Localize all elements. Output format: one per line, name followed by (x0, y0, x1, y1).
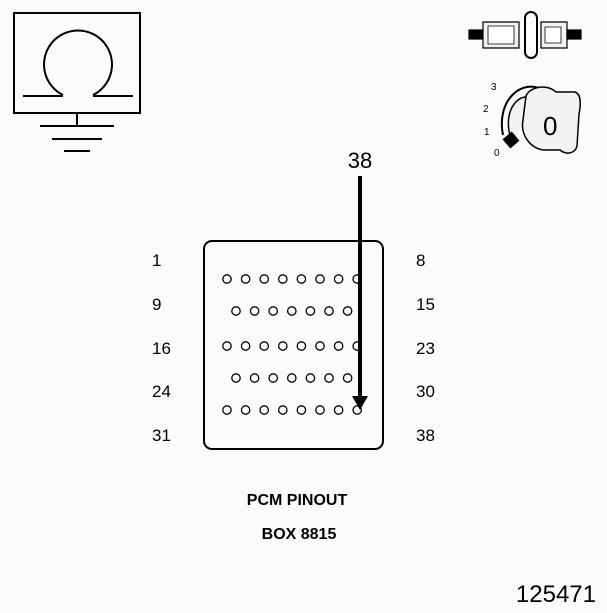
position-label-3: 3 (491, 82, 497, 93)
connector-pin (231, 306, 241, 316)
row-start-pin-label: 24 (152, 382, 171, 401)
pin-pointer-arrow (352, 176, 368, 410)
caption-title: PCM PINOUT (247, 492, 348, 509)
connector-pin (342, 306, 353, 316)
connector-pin (333, 341, 344, 351)
connector-pin (231, 373, 241, 383)
row-end-pin-label: 38 (416, 426, 435, 445)
connector-pin (296, 341, 307, 351)
connector-pin (240, 341, 251, 351)
connector-pin (286, 373, 297, 383)
connector-pin (222, 341, 232, 351)
position-label-2: 2 (483, 104, 489, 115)
ignition-key (521, 86, 581, 154)
row-start-pin-label: 16 (152, 339, 171, 358)
connector-pin (324, 306, 334, 316)
connector-pin (268, 306, 279, 316)
row-start-pin-label: 31 (152, 426, 171, 445)
row-end-pin-label: 8 (416, 251, 425, 270)
row-start-pin-label: 9 (152, 295, 161, 314)
connector-pin (268, 373, 279, 383)
connector-pin (277, 274, 288, 284)
row-end-pin-label: 15 (416, 295, 435, 314)
connector-pin (240, 274, 251, 284)
connector-pin (259, 405, 270, 415)
row-end-pin-label: 30 (416, 382, 435, 401)
connector-pin (305, 306, 316, 316)
connector-pin (315, 341, 325, 351)
connector-pin (249, 373, 260, 383)
connector-pin (249, 306, 260, 316)
connector-pin (333, 405, 344, 415)
ignition-switch-icon: 3 2 1 0 0 (483, 82, 581, 159)
connector-pin (315, 405, 325, 415)
ohm-meter-icon (13, 12, 141, 152)
connector-pins (222, 274, 363, 415)
connector-pin (305, 373, 316, 383)
caption-subtitle: BOX 8815 (262, 526, 337, 543)
ohm-icon (43, 29, 113, 96)
connector-pin (333, 274, 344, 284)
row-end-pin-label: 23 (416, 339, 435, 358)
connector-pin (222, 274, 232, 284)
meter-frame (13, 12, 141, 114)
connector-pin (222, 405, 232, 415)
connector-pin (286, 306, 297, 316)
connector-pin (259, 341, 270, 351)
connector-pin (296, 274, 307, 284)
key-position-label: 0 (543, 111, 557, 141)
pcm-connector-face (203, 240, 384, 450)
disconnected-connector-icon (468, 11, 582, 59)
connector-pin (277, 405, 288, 415)
position-label-0: 0 (494, 148, 500, 159)
connector-pin (277, 341, 288, 351)
figure-number: 125471 (516, 581, 596, 608)
ground-icon (40, 125, 114, 152)
row-start-pin-label: 1 (152, 251, 161, 270)
connector-pin (259, 274, 270, 284)
pin-row-labels: 1 8 9 15 16 23 24 30 31 38 (152, 251, 435, 445)
position-label-1: 1 (484, 127, 490, 138)
connector-pin (324, 373, 334, 383)
pointer-pin-label: 38 (348, 148, 372, 173)
connector-pin (342, 373, 353, 383)
connector-pin (315, 274, 325, 284)
switch-pointer (502, 131, 520, 149)
connector-pin (240, 405, 251, 415)
connector-pin (296, 405, 307, 415)
